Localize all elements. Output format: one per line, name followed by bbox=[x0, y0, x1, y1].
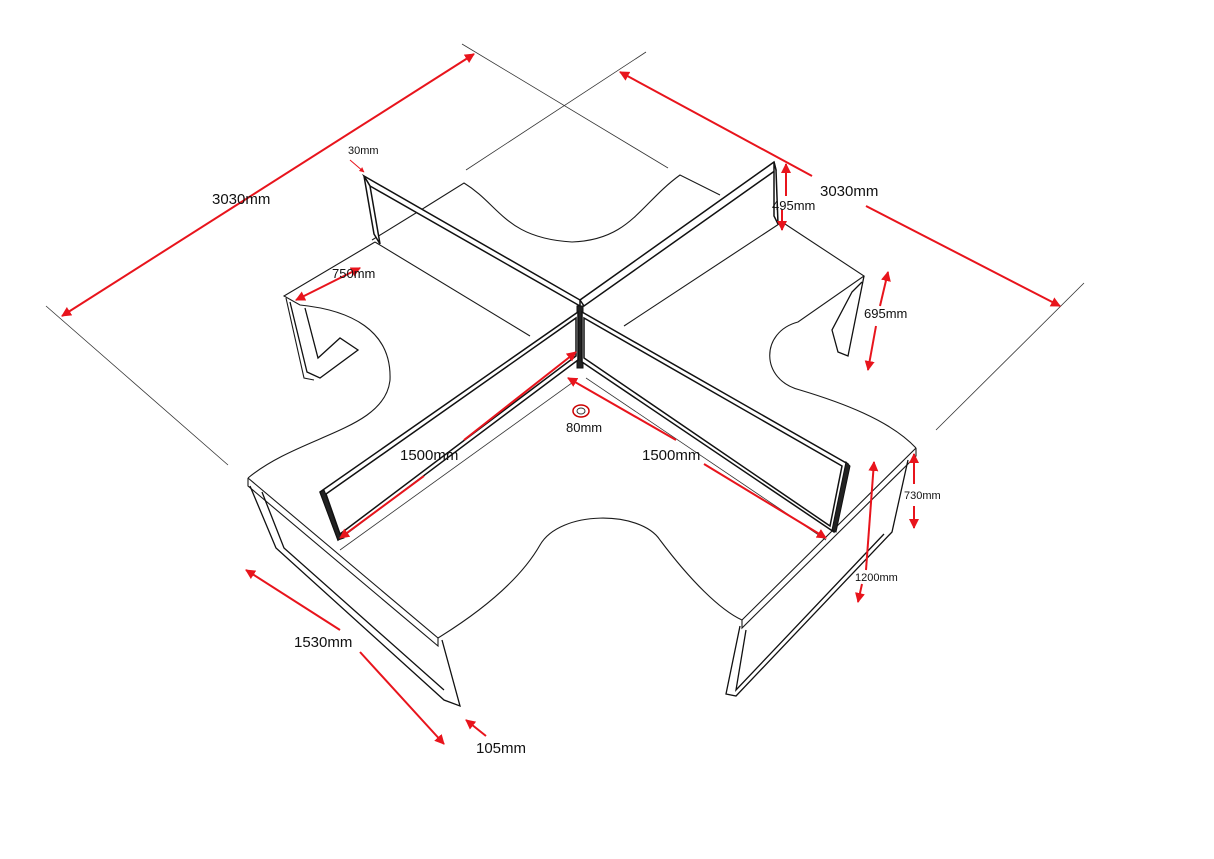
dim-arrow-cutout-a bbox=[879, 271, 891, 307]
label-wing-depth: 750mm bbox=[332, 266, 375, 281]
back-wing bbox=[371, 174, 721, 243]
dim-arrow-width-right-b bbox=[865, 205, 1061, 307]
dimension-arrows bbox=[61, 53, 1061, 745]
dim-arrow-total-height-b bbox=[855, 583, 865, 603]
right-wing bbox=[623, 221, 917, 449]
dim-arrow-desk-left-a bbox=[339, 475, 425, 539]
label-screen-thickness: 30mm bbox=[348, 145, 379, 157]
extension-lines bbox=[45, 43, 1085, 466]
dim-arrow-width-right-a bbox=[619, 71, 813, 177]
label-width-right: 3030mm bbox=[820, 183, 878, 200]
dim-arrow-width-left bbox=[61, 53, 475, 317]
label-desk-right: 1500mm bbox=[642, 447, 700, 464]
front-desk bbox=[247, 447, 917, 708]
label-grommet: 80mm bbox=[566, 420, 602, 435]
dim-arrow-total-height-a bbox=[865, 461, 879, 571]
label-width-left: 3030mm bbox=[212, 191, 270, 208]
label-desk-height: 730mm bbox=[904, 490, 941, 502]
dim-arrow-desk-right-a bbox=[567, 377, 677, 441]
label-desk-left: 1500mm bbox=[400, 447, 458, 464]
label-desk-length: 1530mm bbox=[294, 634, 352, 651]
dim-arrow-screen-thickness bbox=[349, 159, 365, 173]
left-wing bbox=[247, 241, 531, 479]
dim-arrow-desk-left-b bbox=[463, 351, 577, 441]
dimension-labels: 3030mm 3030mm 30mm 495mm 750mm 695mm 150… bbox=[212, 145, 941, 757]
label-cutout-depth: 695mm bbox=[864, 306, 907, 321]
dim-arrow-desk-length-a bbox=[245, 569, 341, 631]
label-screen-height: 495mm bbox=[772, 198, 815, 213]
dim-arrow-wing-depth bbox=[295, 267, 361, 301]
cable-grommet bbox=[572, 404, 590, 418]
dim-arrow-leg-width bbox=[465, 719, 487, 737]
label-total-height: 1200mm bbox=[855, 572, 898, 584]
label-leg-width: 105mm bbox=[476, 740, 526, 757]
dim-arrow-desk-right-b bbox=[703, 463, 827, 539]
dim-arrow-desk-length-b bbox=[359, 651, 445, 745]
dim-arrow-cutout-b bbox=[864, 325, 877, 371]
